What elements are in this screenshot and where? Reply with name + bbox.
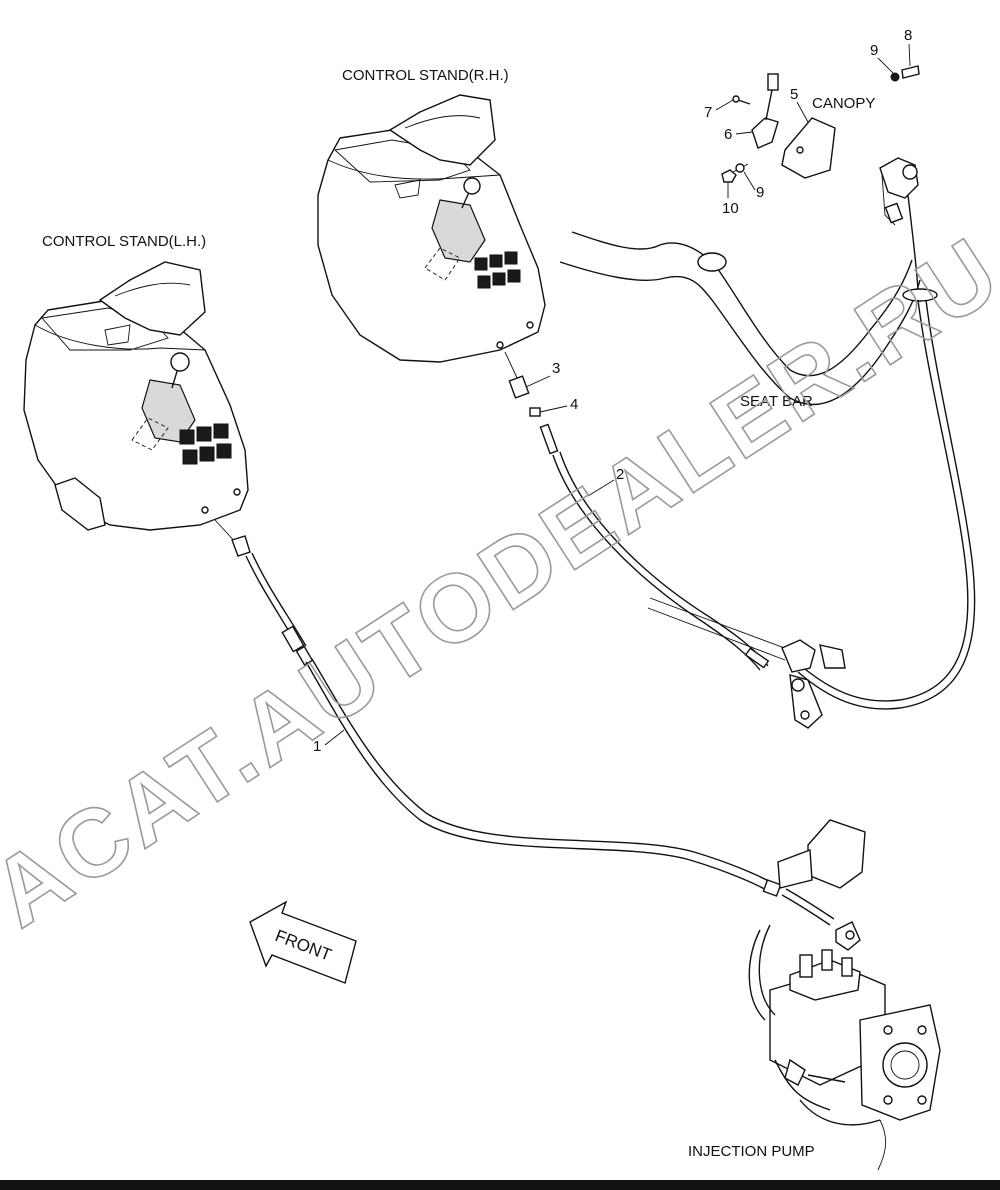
callout-9-top: 9 [870, 42, 878, 59]
callout-1: 1 [313, 738, 321, 755]
pump-bracket [777, 819, 866, 951]
control-stand-lh-label: CONTROL STAND(L.H.) [42, 233, 206, 250]
front-arrow: FRONT [249, 900, 357, 984]
lever-linkage [781, 639, 846, 729]
callout-2: 2 [616, 466, 624, 483]
seat-bar-label: SEAT BAR [740, 393, 813, 410]
cable-2 [504, 351, 791, 671]
injection-pump [748, 924, 941, 1171]
callouts: 1 2 3 4 5 6 7 8 9 9 10 [313, 27, 912, 755]
callout-5: 5 [790, 86, 798, 103]
injection-pump-label: INJECTION PUMP [688, 1143, 815, 1160]
callout-9-bottom: 9 [756, 184, 764, 201]
control-stand-rh [317, 94, 546, 363]
callout-3: 3 [552, 360, 560, 377]
callout-6: 6 [724, 126, 732, 143]
canopy-label: CANOPY [812, 95, 875, 112]
canopy-cable [797, 157, 976, 710]
callout-10: 10 [722, 200, 739, 217]
callout-4: 4 [570, 396, 578, 413]
seat-bar [559, 231, 921, 406]
callout-7: 7 [704, 104, 712, 121]
callout-8: 8 [904, 27, 912, 44]
canopy-bracket [721, 65, 920, 183]
control-stand-rh-label: CONTROL STAND(R.H.) [342, 67, 509, 84]
control-stand-lh [23, 261, 249, 531]
bottom-border [0, 1180, 1000, 1190]
cable-1 [214, 519, 835, 926]
